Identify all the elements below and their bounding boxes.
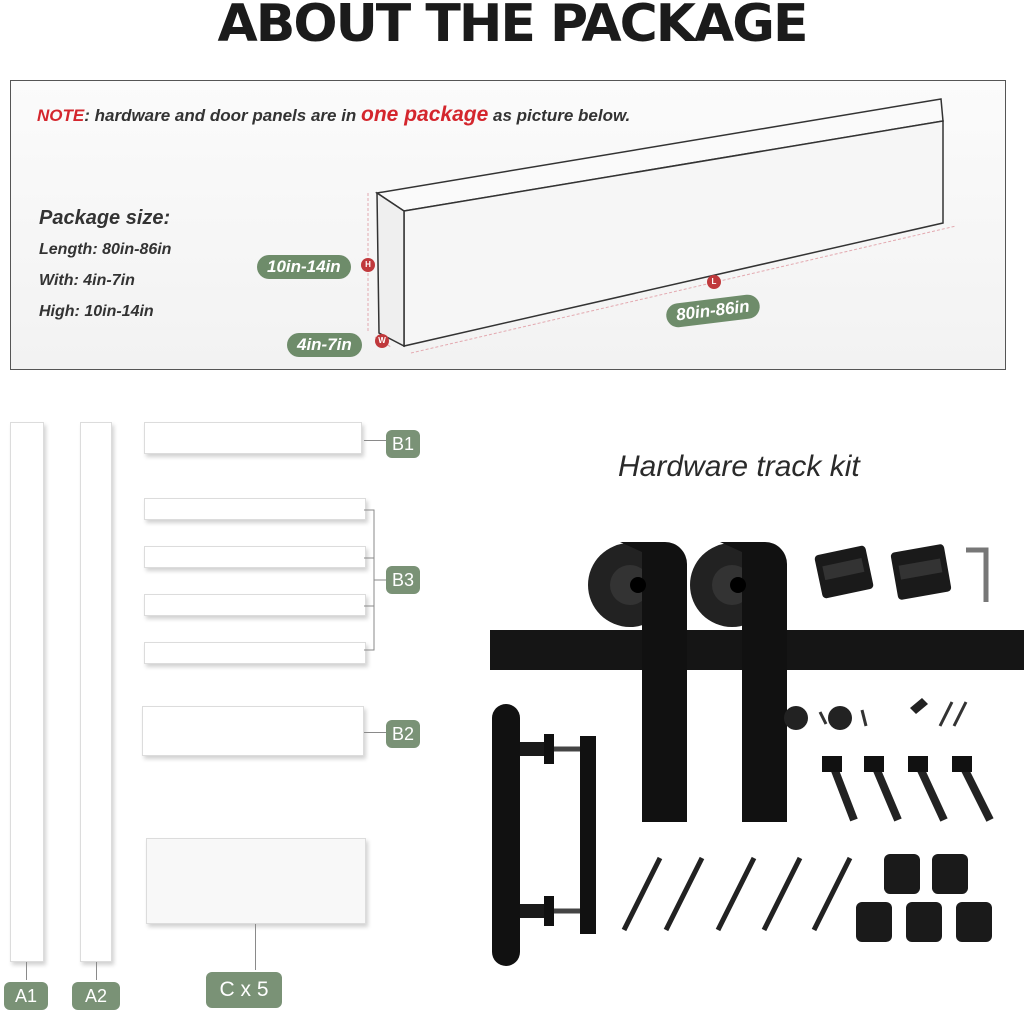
a1-leader bbox=[26, 962, 27, 980]
bolt-2 bbox=[864, 756, 902, 822]
spacer-2 bbox=[932, 854, 968, 894]
note-highlight: one package bbox=[361, 103, 489, 126]
allen-key bbox=[966, 547, 989, 602]
part-a2-stile bbox=[80, 422, 112, 962]
roller-hanger-right bbox=[690, 542, 787, 822]
lag-screw-4 bbox=[761, 856, 803, 932]
note-prefix: NOTE bbox=[37, 106, 85, 125]
door-handle bbox=[492, 704, 596, 966]
bolt-1 bbox=[822, 756, 858, 822]
part-b3-rail-4 bbox=[144, 642, 366, 664]
package-note: NOTE: hardware and door panels are in on… bbox=[37, 103, 630, 127]
spacer-1 bbox=[884, 854, 920, 894]
height-dot: H bbox=[361, 258, 375, 272]
part-a2-tag: A2 bbox=[72, 982, 120, 1010]
b1-leader bbox=[364, 440, 386, 441]
stopper-1 bbox=[814, 545, 874, 599]
b3-bracket bbox=[364, 509, 386, 651]
part-b2-tag: B2 bbox=[386, 720, 420, 748]
package-info-panel: NOTE: hardware and door panels are in on… bbox=[10, 80, 1006, 370]
package-box-drawing bbox=[367, 98, 957, 354]
b2-leader bbox=[364, 732, 386, 733]
package-width: With: 4in-7in bbox=[39, 272, 135, 289]
spacer-4 bbox=[906, 902, 942, 942]
part-b1-tag: B1 bbox=[386, 430, 420, 458]
part-c-tag: C x 5 bbox=[206, 972, 282, 1008]
lag-screw-5 bbox=[811, 856, 853, 932]
part-b1-rail bbox=[144, 422, 362, 454]
width-label: 4in-7in bbox=[287, 333, 362, 357]
part-b2-rail bbox=[142, 706, 364, 756]
roller-hanger-left bbox=[588, 542, 687, 822]
part-a1-stile bbox=[10, 422, 44, 962]
stopper-2 bbox=[890, 544, 952, 600]
spacer-small-2 bbox=[828, 706, 852, 730]
spacer-5 bbox=[956, 902, 992, 942]
bolt-4 bbox=[952, 756, 994, 822]
package-length: Length: 80in-86in bbox=[39, 241, 172, 258]
part-a1-tag: A1 bbox=[4, 982, 48, 1010]
part-b3-tag: B3 bbox=[386, 566, 420, 594]
hardware-kit-illustration bbox=[490, 542, 1024, 966]
lag-screw-2 bbox=[663, 856, 705, 932]
package-height: High: 10in-14in bbox=[39, 303, 154, 320]
part-b3-rail-1 bbox=[144, 498, 366, 520]
part-c-panel bbox=[146, 838, 366, 924]
part-b3-rail-3 bbox=[144, 594, 366, 616]
bolt-3 bbox=[908, 756, 948, 822]
hardware-kit-title: Hardware track kit bbox=[618, 450, 860, 483]
a2-leader bbox=[96, 962, 97, 980]
spacer-small-1 bbox=[784, 706, 808, 730]
part-b3-rail-2 bbox=[144, 546, 366, 568]
note-text-a: : hardware and door panels are in bbox=[84, 106, 362, 125]
lag-screw-1 bbox=[621, 856, 663, 932]
anti-jump-bracket bbox=[910, 698, 928, 714]
page-title: ABOUT THE PACKAGE bbox=[217, 0, 809, 54]
package-size-title: Package size: bbox=[39, 207, 171, 229]
width-dot: W bbox=[375, 334, 389, 348]
note-text-b: as picture below. bbox=[488, 106, 631, 125]
length-dot: L bbox=[707, 275, 721, 289]
lag-screw-3 bbox=[715, 856, 757, 932]
height-label: 10in-14in bbox=[257, 255, 351, 279]
c-leader bbox=[255, 924, 256, 970]
spacer-3 bbox=[856, 902, 892, 942]
